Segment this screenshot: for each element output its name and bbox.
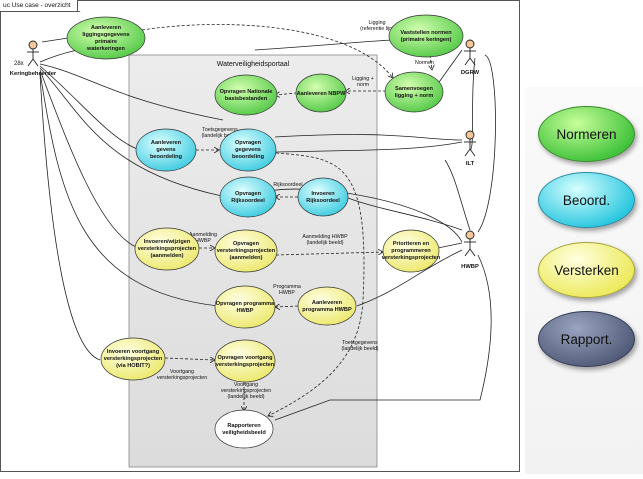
flow-label-ligging: Ligging(referentie lijn): [360, 20, 394, 32]
svg-text:Aanleveren NBPW: Aanleveren NBPW: [297, 91, 347, 97]
actor-hwbp[interactable]: [464, 230, 476, 257]
legend-versterken: Versterken: [538, 242, 635, 298]
frame-title: uc Use case - overzicht: [0, 0, 78, 12]
flow-label-ligging-norm: Ligging +norm: [352, 76, 374, 88]
flow-label-toets-landelijk: Toetsgegevens(landelijk beeld): [341, 340, 378, 352]
actor-ilt[interactable]: [464, 130, 476, 157]
actor-keringbeheerder[interactable]: [27, 40, 39, 67]
legend-rapportage: Rapport.: [538, 311, 635, 367]
flow-label-rijksoordeel: Rijksoordeel: [273, 182, 302, 188]
flows: [141, 24, 432, 416]
legend-normeren: Normeren: [538, 106, 635, 162]
actor-dgrw[interactable]: [464, 39, 476, 66]
actor-label-ilt: ILT: [466, 161, 475, 167]
flow-label-toetsgegevens: Toetsgegevens(landelijk beeld): [201, 127, 238, 139]
usecase-aanleveren-nbpw[interactable]: Aanleveren NBPW: [295, 73, 347, 113]
associations: [39, 34, 496, 421]
flow-labels: Ligging(referentie lijn) Normen Ligging …: [157, 20, 434, 400]
usecase-vaststellen-normen[interactable]: Vaststellen normen(primaire keringen): [388, 14, 464, 58]
actor-multiplicity: 28x: [14, 61, 24, 67]
svg-text:Vaststellen normen(primaire: Vaststellen normen(primaire keringen): [400, 30, 452, 43]
actor-label-dgrw: DGRW: [461, 70, 480, 76]
flow-label-normen: Normen: [415, 60, 434, 66]
actor-label-keringbeheerder: Keringbeheerder: [10, 71, 57, 77]
boundary-title: Waterveiligheidsportaal: [217, 61, 290, 68]
legend-beoordeling: Beoord.: [538, 172, 635, 228]
actor-label-hwbp: HWBP: [461, 264, 479, 270]
flow-label-aanmelding-landelijk: Aanmelding HWBP(landelijk beeld): [302, 234, 348, 246]
